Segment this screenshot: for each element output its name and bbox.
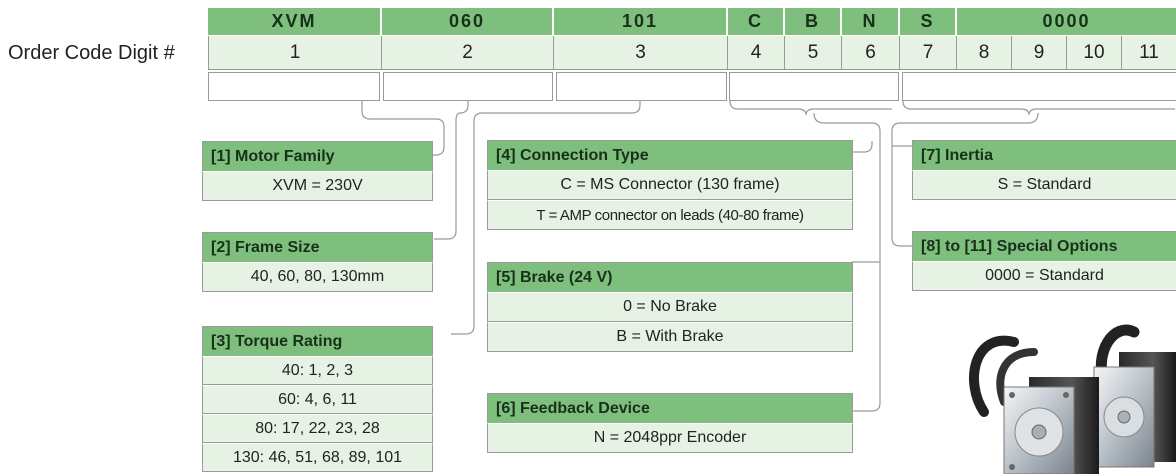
option-motor-family: [1] Motor Family XVM = 230V — [202, 141, 433, 201]
option-value: 80: 17, 22, 23, 28 — [202, 414, 433, 443]
option-value: 60: 4, 6, 11 — [202, 385, 433, 414]
option-value: 40, 60, 80, 130mm — [202, 262, 433, 292]
option-special-options: [8] to [11] Special Options 0000 = Stand… — [912, 231, 1176, 291]
option-value: 0000 = Standard — [912, 261, 1176, 291]
brace-4-6 — [730, 101, 892, 115]
option-value: 0 = No Brake — [487, 292, 853, 322]
option-title: [7] Inertia — [912, 140, 1176, 170]
brace-7-11 — [903, 101, 1175, 115]
option-title: [6] Feedback Device — [487, 393, 853, 423]
option-torque-rating: [3] Torque Rating 40: 1, 2, 3 60: 4, 6, … — [202, 326, 433, 472]
option-title: [3] Torque Rating — [202, 326, 433, 356]
option-connection-type: [4] Connection Type C = MS Connector (13… — [487, 140, 853, 230]
option-value: XVM = 230V — [202, 171, 433, 201]
option-title: [4] Connection Type — [487, 140, 853, 170]
option-feedback-device: [6] Feedback Device N = 2048ppr Encoder — [487, 393, 853, 453]
option-value: T = AMP connector on leads (40-80 frame) — [487, 200, 853, 230]
option-frame-size: [2] Frame Size 40, 60, 80, 130mm — [202, 232, 433, 292]
option-value: 130: 46, 51, 68, 89, 101 — [202, 443, 433, 472]
option-title: [5] Brake (24 V) — [487, 262, 853, 292]
connector-connection-type — [852, 141, 872, 152]
option-title: [2] Frame Size — [202, 232, 433, 262]
option-title: [8] to [11] Special Options — [912, 231, 1176, 261]
connector-frame-size — [434, 101, 468, 239]
servo-motors-photo — [944, 322, 1176, 474]
option-value: N = 2048ppr Encoder — [487, 423, 853, 453]
option-value: C = MS Connector (130 frame) — [487, 170, 853, 200]
option-value: B = With Brake — [487, 322, 853, 352]
option-value: 40: 1, 2, 3 — [202, 356, 433, 385]
option-title: [1] Motor Family — [202, 141, 433, 171]
connector-special-options — [892, 146, 912, 246]
option-value: S = Standard — [912, 170, 1176, 200]
option-inertia: [7] Inertia S = Standard — [912, 140, 1176, 200]
option-brake: [5] Brake (24 V) 0 = No Brake B = With B… — [487, 262, 853, 352]
